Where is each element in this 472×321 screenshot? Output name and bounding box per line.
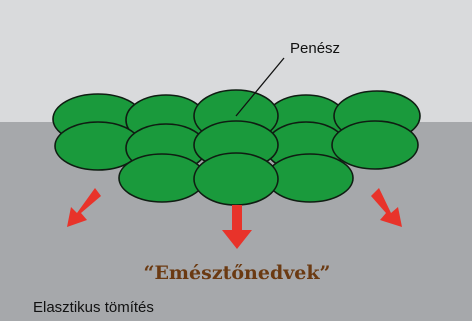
- mold-cell: [194, 153, 278, 205]
- mold-label: Penész: [290, 40, 340, 57]
- mold-cell: [119, 154, 205, 202]
- digestive-fluids-label: “Emésztőnedvek”: [144, 262, 331, 284]
- mold-cell: [332, 121, 418, 169]
- elastic-seal-label: Elasztikus tömítés: [33, 299, 154, 316]
- mold-cell: [267, 154, 353, 202]
